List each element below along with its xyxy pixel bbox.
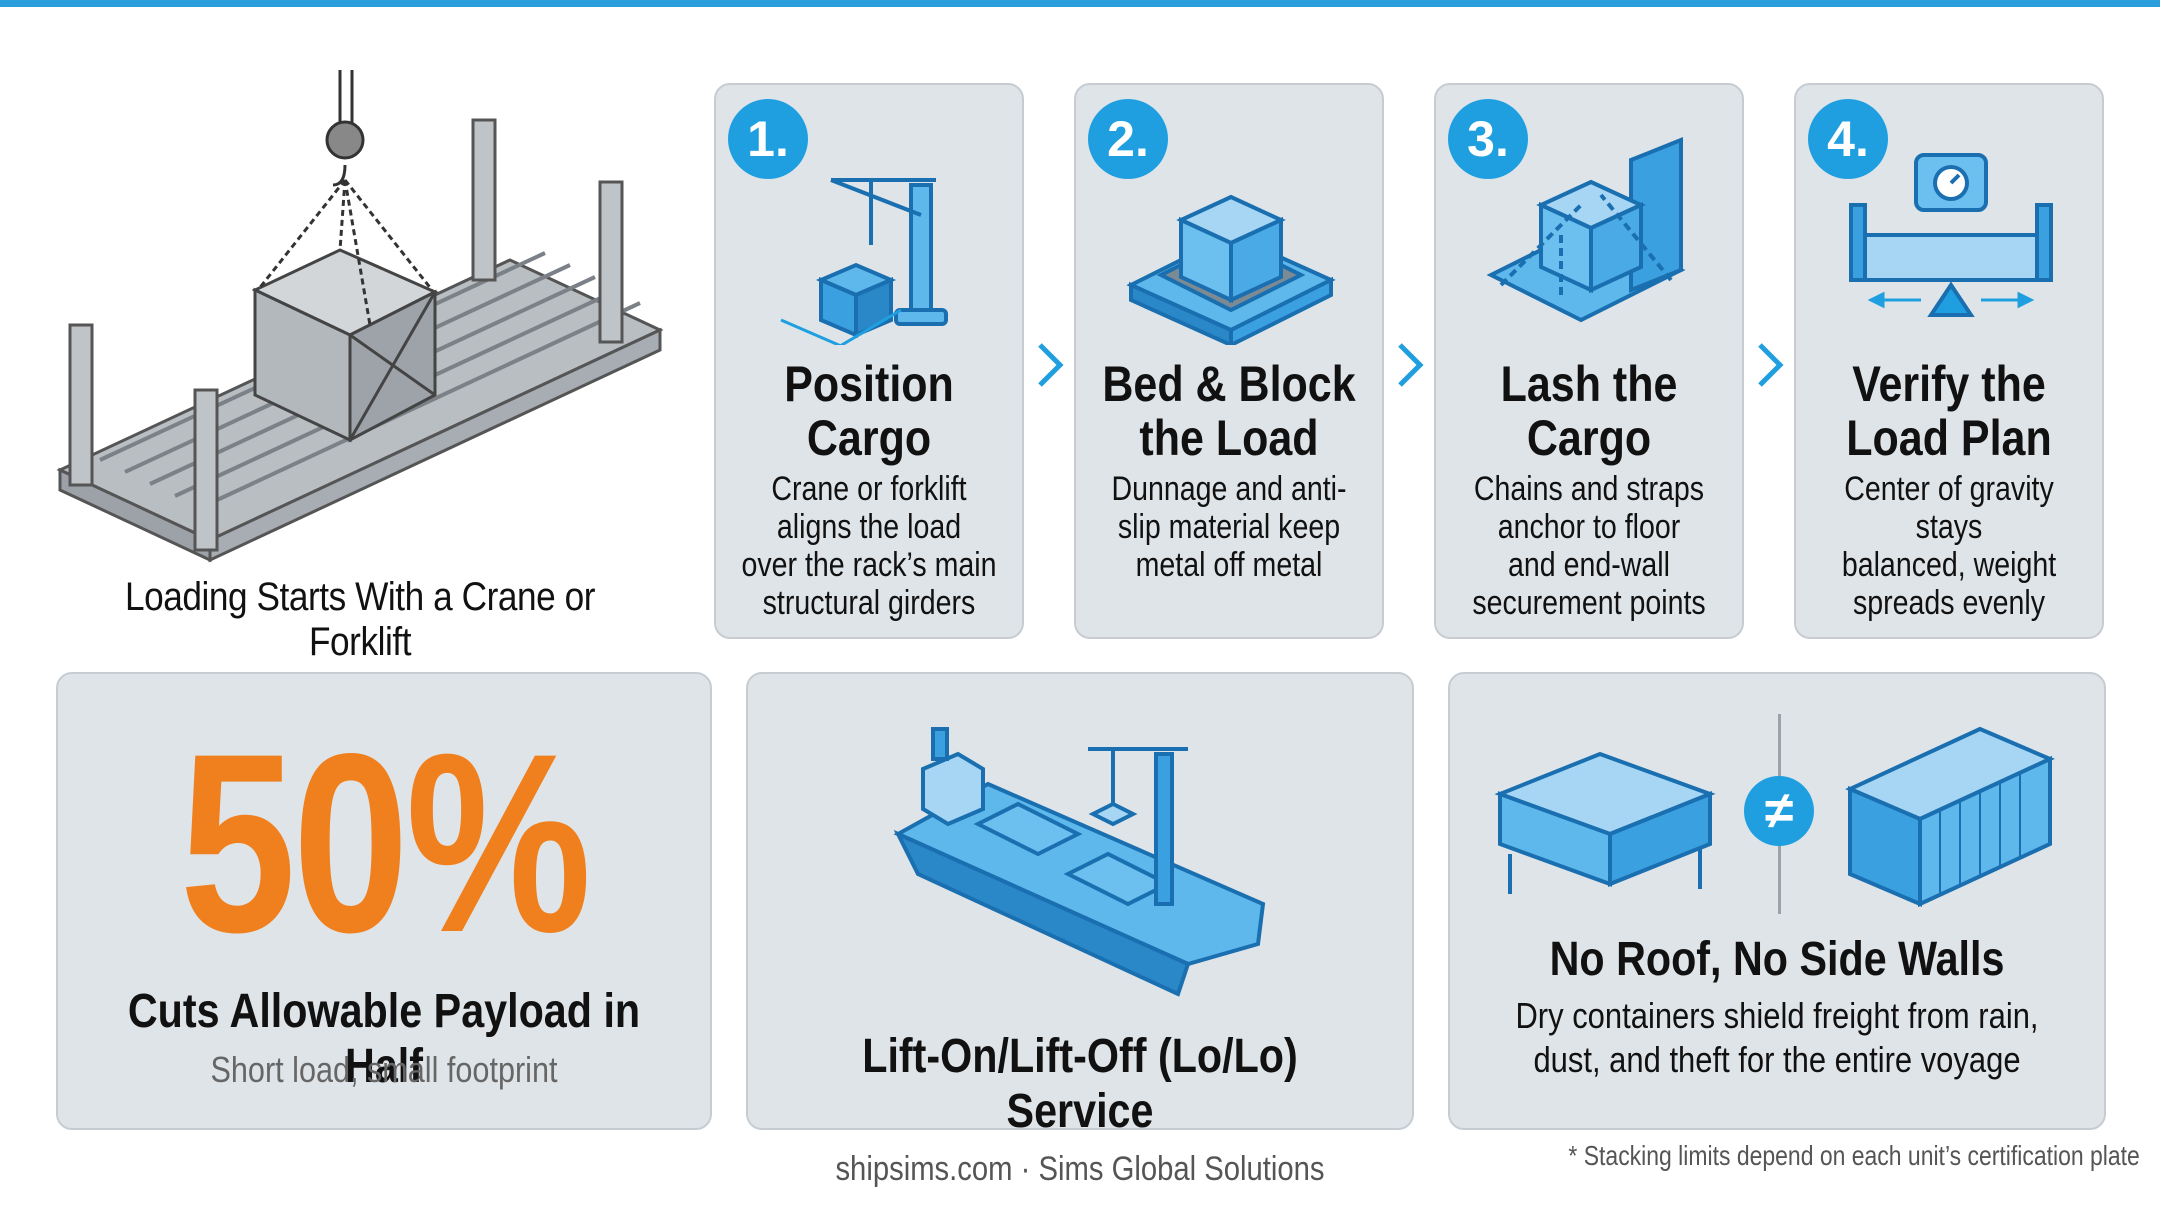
step-title: Verify the Load Plan: [1846, 356, 2052, 466]
payload-stat-subtitle: Short load, small footprint: [210, 1049, 558, 1090]
lolo-service-panel: Lift-On/Lift-Off (Lo/Lo) Service: [746, 672, 1414, 1130]
step-title: Lash the Cargo: [1500, 356, 1678, 466]
step-description: Dunnage and anti- slip material keep met…: [1111, 470, 1347, 584]
cargo-ship-crane-icon: [893, 727, 1266, 997]
step-description: Chains and straps anchor to floor and en…: [1472, 470, 1706, 622]
lolo-service-title: Lift-On/Lift-Off (Lo/Lo) Service: [862, 1030, 1298, 1130]
balance-scale-icon: [1849, 153, 2053, 317]
covered-flatrack-icon: [1494, 751, 1716, 894]
crane-box-icon: [780, 178, 948, 345]
chevron-right-icon: [1038, 343, 1064, 387]
chevron-right-icon: [1758, 343, 1784, 387]
step-card-position-cargo: 1. Position Cargo Crane or forklift alig…: [714, 83, 1024, 639]
top-accent-bar: [0, 0, 2160, 7]
chevron-right-icon: [1398, 343, 1424, 387]
payload-stat-title: Cuts Allowable Payload in Half: [127, 985, 641, 1093]
footer-credit: shipsims.com · Sims Global Solutions: [835, 1150, 1325, 1188]
comparison-description: Dry containers shield freight from rain,…: [1515, 995, 2039, 1080]
chain-lashing-icon: [1486, 137, 1686, 323]
footnote: * Stacking limits depend on each unit’s …: [1568, 1140, 2140, 1171]
comparison-title: No Roof, No Side Walls: [1549, 933, 2005, 986]
payload-stat-panel: 50% Cuts Allowable Payload in Half Short…: [56, 672, 712, 1130]
step-card-verify-load-plan: 4. Verify the Load Plan Center of gravit…: [1794, 83, 2104, 639]
step-title: Bed & Block the Load: [1102, 356, 1356, 466]
step-number-badge: 4.: [1808, 99, 1888, 179]
comparison-panel: ≠ No Roof, No Side Walls Dry containers …: [1448, 672, 2106, 1130]
step-card-lash-cargo: 3. Lash the Cargo Chains and straps anch…: [1434, 83, 1744, 639]
flat-rack-crane-illustration: [56, 70, 664, 563]
hero-section: Loading Starts With a Crane or Forklift: [40, 70, 680, 664]
step-number-badge: 2.: [1088, 99, 1168, 179]
step-number-badge: 3.: [1448, 99, 1528, 179]
step-card-bed-block: 2. Bed & Block the Load Dunnage and anti…: [1074, 83, 1384, 639]
step-description: Crane or forklift aligns the load over t…: [741, 470, 997, 622]
payload-stat-value: 50%: [179, 701, 592, 986]
step-title: Position Cargo: [784, 356, 954, 466]
hero-caption: Loading Starts With a Crane or Forklift: [124, 575, 596, 664]
dry-container-icon: [1845, 726, 2055, 908]
not-equal-badge: ≠: [1744, 776, 1814, 846]
pallet-block-icon: [1126, 194, 1336, 345]
step-description: Center of gravity stays balanced, weight…: [1841, 470, 2057, 622]
step-number-badge: 1.: [728, 99, 808, 179]
